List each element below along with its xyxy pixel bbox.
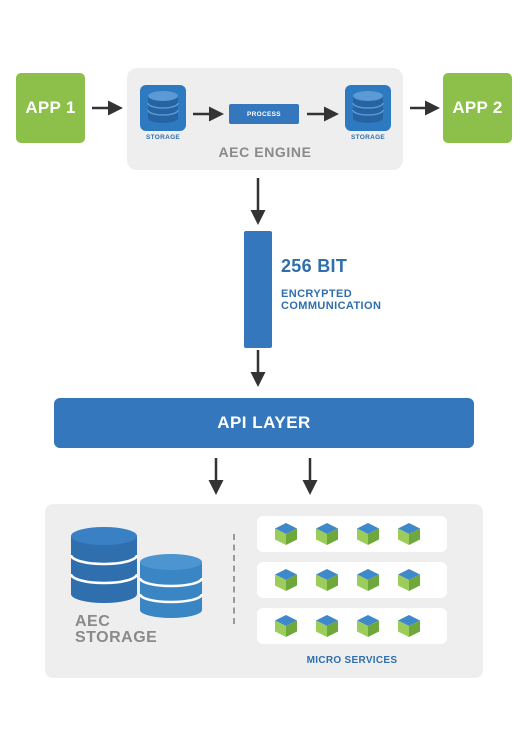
cube-icon bbox=[316, 615, 338, 637]
channel-title: 256 BIT bbox=[281, 256, 348, 276]
aec-storage-databases bbox=[69, 527, 204, 618]
api-layer-label: API LAYER bbox=[217, 413, 311, 432]
cube-icon bbox=[357, 523, 379, 545]
flow-arrows-vertical bbox=[208, 178, 318, 495]
micro-services-label: MICRO SERVICES bbox=[306, 655, 398, 666]
database-icon-large bbox=[69, 527, 139, 603]
engine-storage-left bbox=[140, 85, 186, 131]
channel-subtitle-line2: COMMUNICATION bbox=[281, 300, 382, 312]
api-layer-bar: API LAYER bbox=[54, 398, 474, 448]
flow-arrows-top bbox=[92, 100, 440, 122]
database-icon-small bbox=[138, 554, 204, 618]
engine-storage-left-label: STORAGE bbox=[145, 134, 181, 141]
process-label: PROCESS bbox=[247, 110, 281, 118]
engine-storage-right bbox=[345, 85, 391, 131]
app-2-box: APP 2 bbox=[443, 73, 512, 143]
cube-icon bbox=[357, 569, 379, 591]
aec-storage-line1: AEC bbox=[75, 613, 111, 630]
database-icon bbox=[147, 91, 179, 123]
cube-icon bbox=[275, 615, 297, 637]
cube-icon bbox=[357, 615, 379, 637]
database-icon bbox=[352, 91, 384, 123]
section-divider bbox=[233, 534, 235, 624]
cube-icon bbox=[275, 523, 297, 545]
micro-service-cubes bbox=[275, 523, 420, 637]
encrypted-channel-pipe bbox=[244, 231, 272, 348]
engine-storage-right-label: STORAGE bbox=[350, 134, 386, 141]
channel-subtitle-line1: ENCRYPTED bbox=[281, 288, 353, 300]
cube-icon bbox=[275, 569, 297, 591]
aec-storage-line2: STORAGE bbox=[75, 629, 158, 646]
app-2-label: APP 2 bbox=[452, 98, 503, 117]
process-box: PROCESS bbox=[229, 104, 299, 124]
cube-icon bbox=[316, 569, 338, 591]
cube-icon bbox=[398, 615, 420, 637]
cube-icon bbox=[316, 523, 338, 545]
app-1-box: APP 1 bbox=[16, 73, 85, 143]
app-1-label: APP 1 bbox=[25, 98, 76, 117]
cube-icon bbox=[398, 523, 420, 545]
cube-icon bbox=[398, 569, 420, 591]
engine-title: AEC ENGINE bbox=[218, 144, 312, 160]
